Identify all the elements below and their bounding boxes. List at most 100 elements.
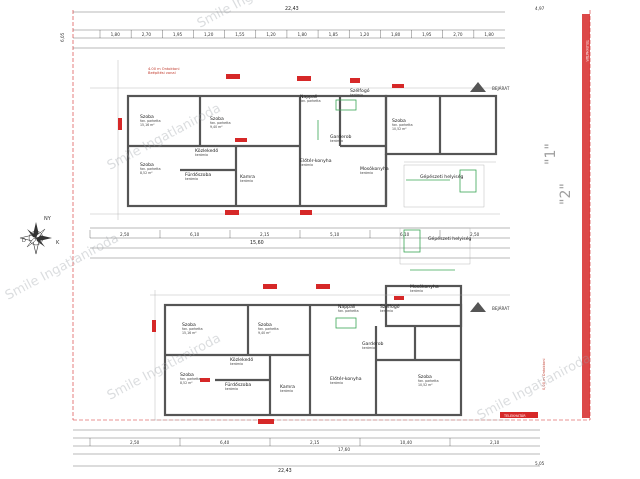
room-name: Szoba [210, 116, 224, 122]
dimension-value: 1,20 [204, 32, 214, 37]
room-name: Mosókonyha [360, 165, 389, 172]
bottom-boundary-label: TELEKHATÁR [503, 413, 526, 418]
dimension-value: 2,15 [260, 232, 270, 237]
entry-arrow-2 [470, 302, 486, 312]
dimension-value: 1,20 [266, 32, 276, 37]
room-floor: fan. parketta [392, 123, 413, 127]
dimension-value: 2,50 [470, 232, 480, 237]
unit-label-2: "2" [558, 183, 574, 205]
dimension-value: 6,10 [190, 232, 200, 237]
side-dim: 4,97 [535, 6, 545, 11]
bottom-mid-dim: 17,60 [338, 447, 350, 452]
room-name: Kamra [240, 174, 255, 180]
left-height-dim: 6,05 [60, 32, 65, 42]
rear-setback-note: 0,00 m Ontoktoni [542, 359, 546, 390]
room-floor: fan. parketta [140, 167, 161, 171]
room-name: Szoba [418, 374, 432, 380]
room-name: Előtér-konyha [330, 375, 362, 382]
room-name: Közlekedő [195, 148, 218, 154]
compass-rose [19, 222, 52, 255]
boundary-label: TELEKHATÁR [585, 39, 590, 62]
dimension-value: 1,80 [298, 32, 308, 37]
dimension-value: 6,10 [400, 232, 410, 237]
bottom-dimension-lines [73, 429, 540, 467]
room-name: Szélfogó [380, 303, 400, 310]
unit-1-red-marks [118, 74, 404, 215]
dimension-value: 1,20 [360, 32, 370, 37]
building-line-note: Beépítési vonal [148, 71, 176, 75]
dimension-value: 2,15 [310, 440, 320, 445]
room-name: Szoba [182, 322, 196, 328]
bottom-total-dim: 22,43 [278, 468, 292, 474]
dimension-value: 2,50 [130, 440, 140, 445]
room-name: Gépészeti helyiség [420, 173, 464, 180]
room-floor: fan. parketta [258, 327, 279, 331]
dimension-value: 5,10 [330, 232, 340, 237]
unit-2-green-marks [335, 229, 455, 329]
room-name: Kamra [280, 384, 295, 390]
room-name: Fürdőszoba [225, 382, 251, 388]
total-width-dim: 22,43 [285, 6, 299, 12]
room-name: Előtér-konyha [300, 157, 332, 164]
room-floor: kerámia [280, 389, 293, 393]
room-name: Nappali [338, 304, 355, 310]
room-area: 15,16 m² [140, 123, 155, 127]
room-floor: fan. parketta [300, 99, 321, 103]
dimension-value: 1,80 [391, 32, 401, 37]
dimension-value: 6,40 [220, 440, 230, 445]
room-area: 9,40 m² [210, 125, 223, 129]
compass-south-label: D [22, 238, 26, 244]
room-area: 8,52 m² [180, 381, 193, 385]
room-floor: fan. parketta [418, 379, 439, 383]
room-area: 8,52 m² [140, 171, 153, 175]
room-floor: fan. parketta [180, 377, 201, 381]
bottom-right-dim: 5,05 [535, 461, 545, 466]
neighbour-strip [582, 14, 590, 418]
room-floor: kerámia [360, 171, 373, 175]
middle-total-dim: 15,60 [250, 240, 264, 246]
room-floor: kerámia [380, 309, 393, 313]
room-floor: kerámia [330, 381, 343, 385]
room-area: 15,16 m² [182, 331, 197, 335]
room-name: Nappali [300, 94, 317, 100]
room-name: Fürdőszoba [185, 172, 211, 178]
entry-label-2: BEJÁRAT [492, 306, 510, 311]
dimension-value: 2,50 [120, 232, 130, 237]
room-floor: fan. parketta [338, 309, 359, 313]
middle-dim-row: 2,50 6,10 2,15 5,10 6,10 2,50 [89, 230, 480, 238]
dimension-value: 2,70 [453, 32, 463, 37]
dimension-value: 1,85 [329, 32, 339, 37]
room-name: Szoba [392, 118, 406, 124]
room-area: 9,40 m² [258, 331, 271, 335]
dimension-value: 1,95 [173, 32, 183, 37]
room-floor: kerámia [300, 163, 313, 167]
unit-1-green-marks [317, 99, 477, 193]
dimension-value: 2,10 [490, 440, 500, 445]
compass-east-label: K [56, 240, 60, 246]
unit-label-1: "1" [543, 143, 559, 165]
room-area: 10,52 m² [392, 127, 407, 131]
top-dimension-lines [73, 11, 505, 49]
dimension-value: 2,70 [142, 32, 152, 37]
room-floor: kerámia [362, 346, 375, 350]
room-floor: kerámia [225, 387, 238, 391]
dimension-value: 1,80 [111, 32, 121, 37]
room-name: Szoba [140, 162, 154, 168]
room-floor: kerámia [330, 139, 343, 143]
room-name: Gépészeti helyiség [428, 235, 472, 242]
room-floor: kerámia [240, 179, 253, 183]
room-name: Szoba [180, 372, 194, 378]
room-name: Szélfogó [350, 87, 370, 94]
bottom-boundary-stamp [500, 412, 538, 418]
room-name: Mosókonyha [410, 283, 439, 290]
entry-arrow-1 [470, 82, 486, 92]
room-name: Szoba [258, 322, 272, 328]
room-floor: kerámia [195, 153, 208, 157]
room-floor: kerámia [350, 93, 363, 97]
room-name: Garderob [362, 341, 384, 347]
